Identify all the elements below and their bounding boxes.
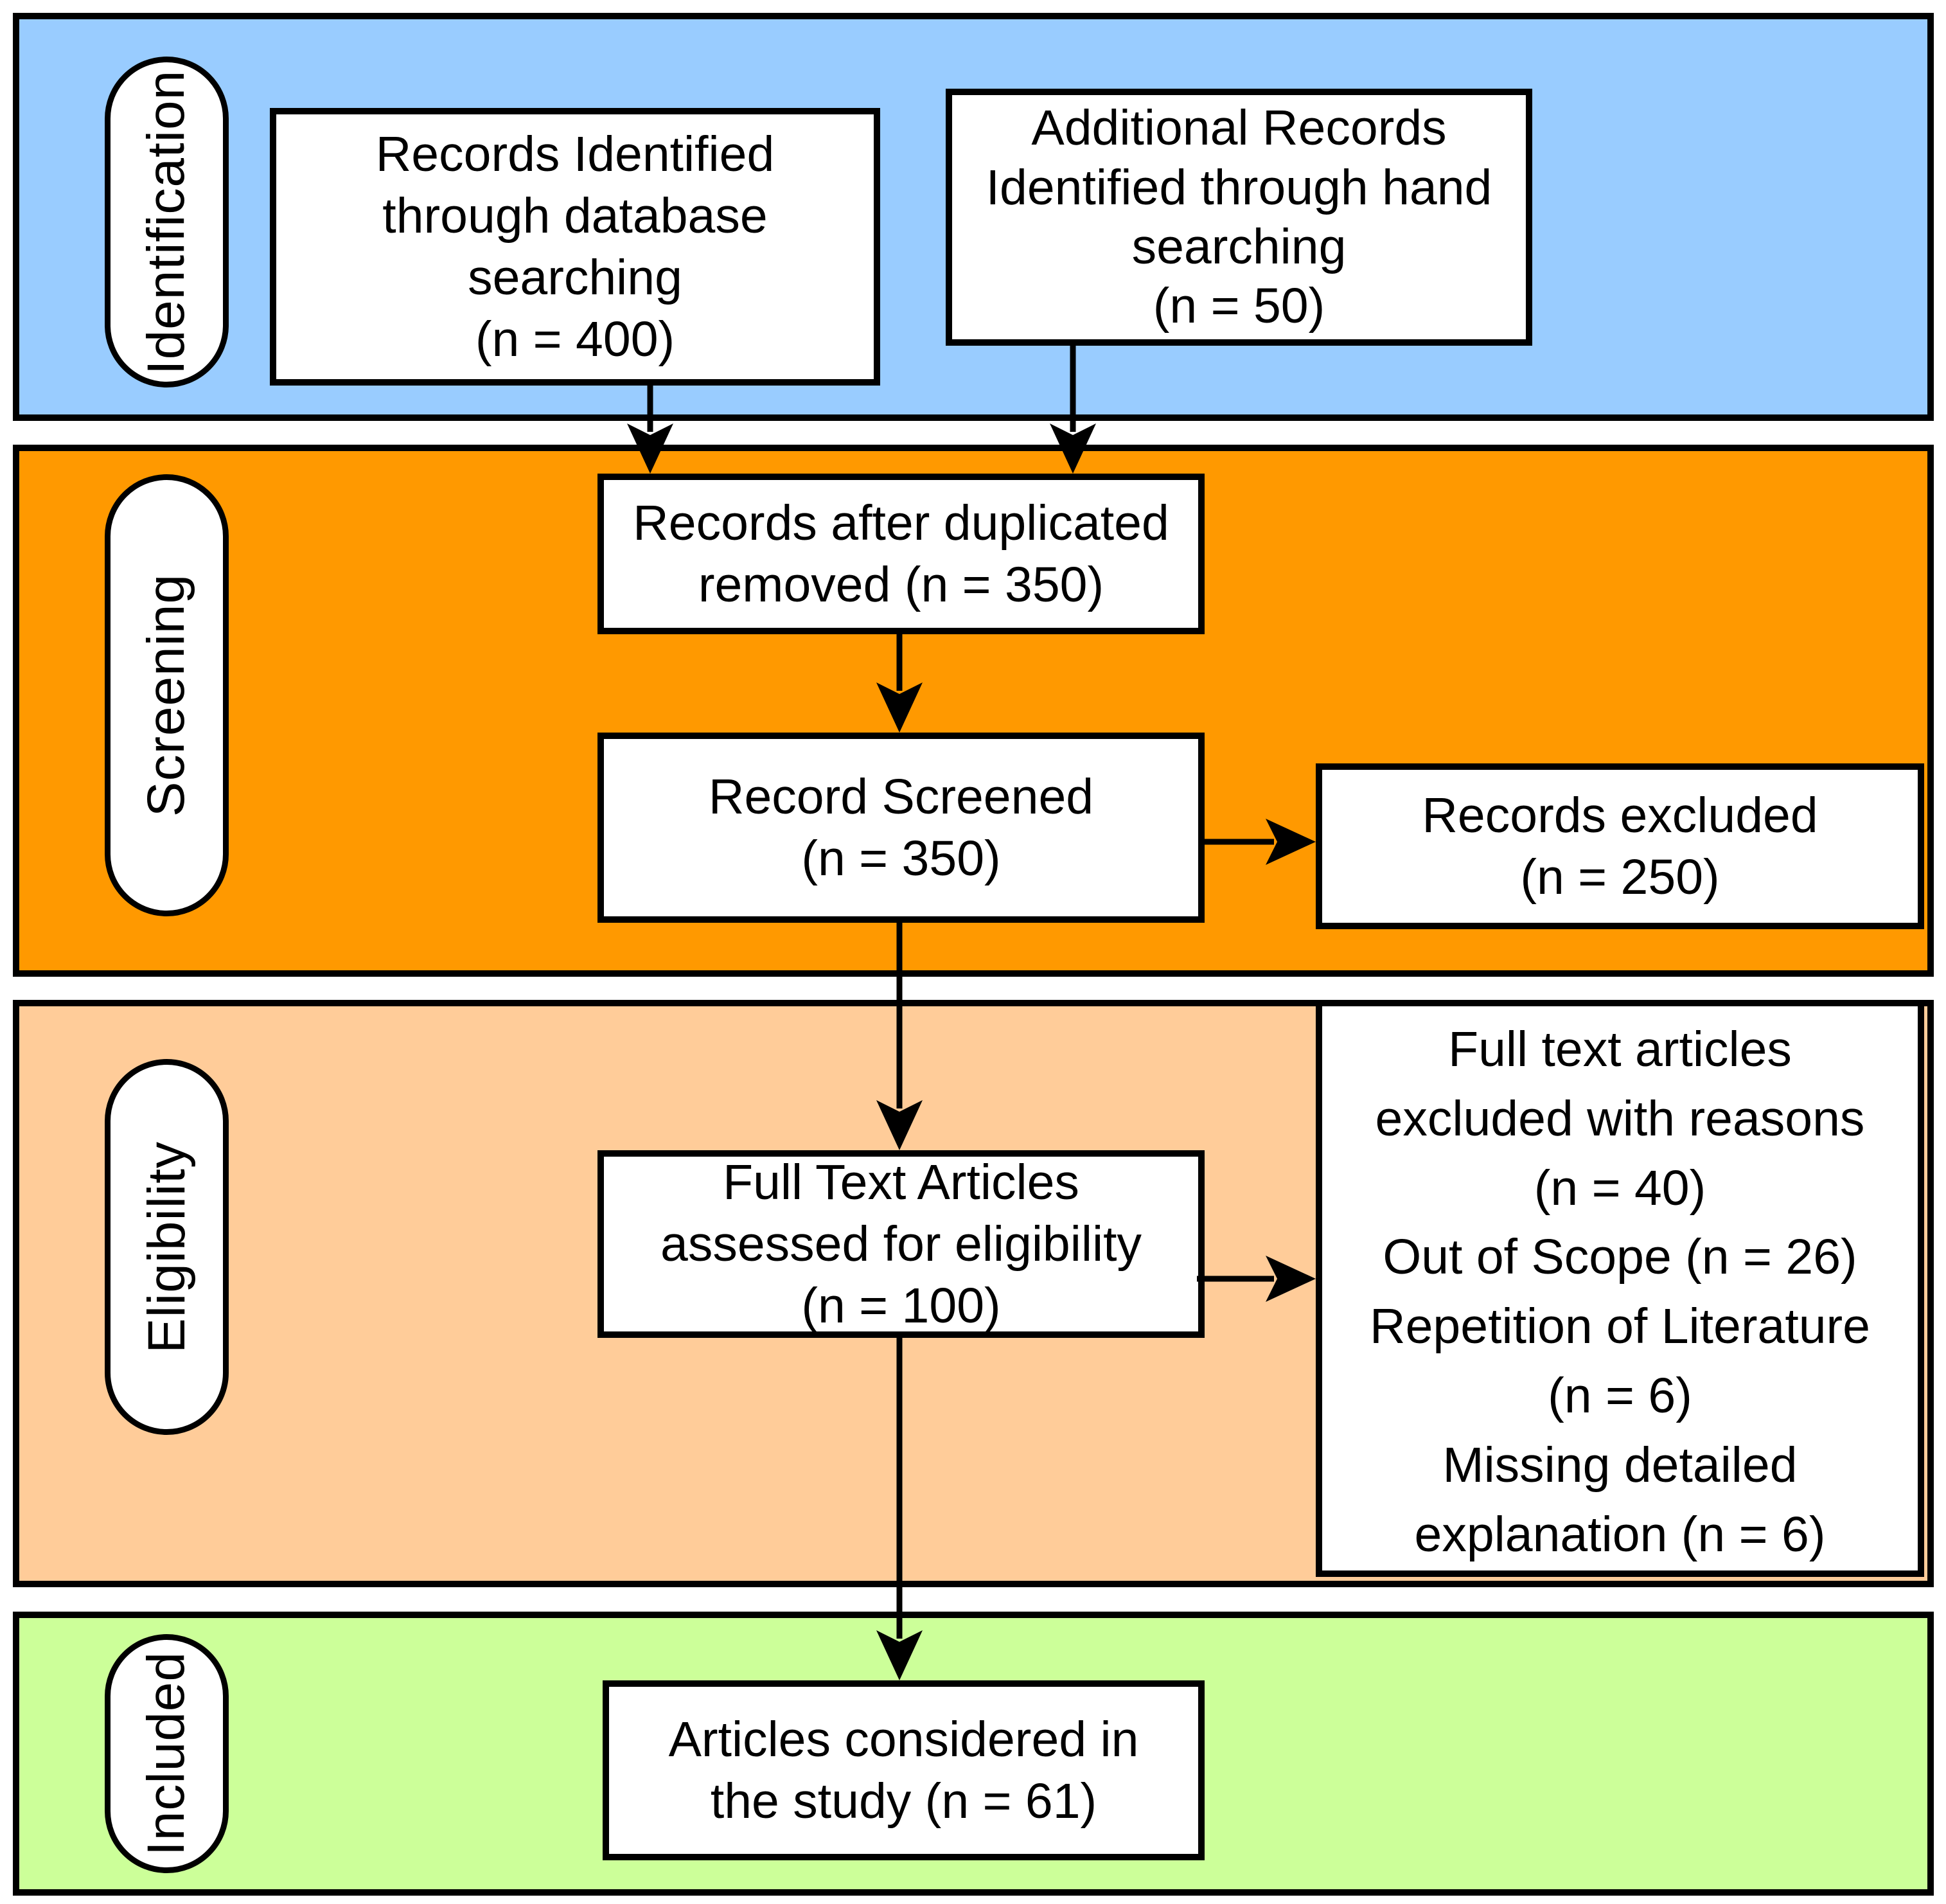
box-text-line: through database [382,188,768,244]
box-records-database-search: Records Identified through database sear… [270,108,880,386]
box-text-line: searching [1131,219,1347,274]
box-text-line: (n = 6) [1548,1367,1692,1423]
box-records-hand-search: Additional Records Identified through ha… [946,89,1532,346]
box-text-line: Records Identified [375,126,775,182]
stage-label-included: Included [105,1634,229,1873]
stage-label-screening: Screening [105,474,229,916]
box-text-line: (n = 350) [801,831,1001,886]
box-text-line: (n = 400) [475,312,675,368]
box-articles-included: Articles considered in the study (n = 61… [603,1680,1205,1860]
box-text-line: assessed for eligibility [660,1216,1142,1272]
stage-label-included-text: Included [137,1651,196,1856]
box-records-excluded: Records excluded (n = 250) [1316,763,1924,929]
box-records-after-duplicates-removed: Records after duplicated removed (n = 35… [597,474,1205,634]
box-text-line: Missing detailed [1442,1437,1798,1493]
box-text-line: Full text articles [1448,1022,1792,1077]
box-text-line: (n = 100) [801,1278,1001,1334]
box-text-line: searching [468,250,682,305]
box-text-line: the study (n = 61) [710,1774,1097,1829]
box-text-line: Identified through hand [986,159,1492,215]
box-text-line: (n = 40) [1534,1160,1706,1216]
box-text-line: Articles considered in [668,1711,1139,1767]
box-text-line: Record Screened [708,769,1094,824]
box-text-line: Records excluded [1422,787,1818,843]
box-full-text-excluded-reasons: Full text articles excluded with reasons… [1316,1000,1924,1577]
box-text-line: excluded with reasons [1375,1090,1865,1146]
stage-label-eligibility: Eligibility [105,1059,229,1435]
box-text-line: Additional Records [1031,100,1447,156]
box-records-screened: Record Screened (n = 350) [597,733,1205,923]
box-text-line: explanation (n = 6) [1414,1506,1826,1562]
box-text-line: Records after duplicated [633,495,1169,551]
box-text-line: Repetition of Literature [1369,1299,1871,1355]
stage-label-eligibility-text: Eligibility [137,1141,196,1353]
box-text-line: Full Text Articles [723,1154,1079,1210]
stage-label-identification: Identification [105,57,229,387]
box-text-line: Out of Scope (n = 26) [1383,1229,1857,1285]
box-full-text-assessed: Full Text Articles assessed for eligibil… [597,1150,1205,1338]
box-text-line: removed (n = 350) [698,557,1104,612]
box-text-line: (n = 250) [1520,850,1720,905]
box-text-line: (n = 50) [1153,278,1325,334]
stage-label-identification-text: Identification [137,69,196,375]
stage-label-screening-text: Screening [137,573,196,817]
